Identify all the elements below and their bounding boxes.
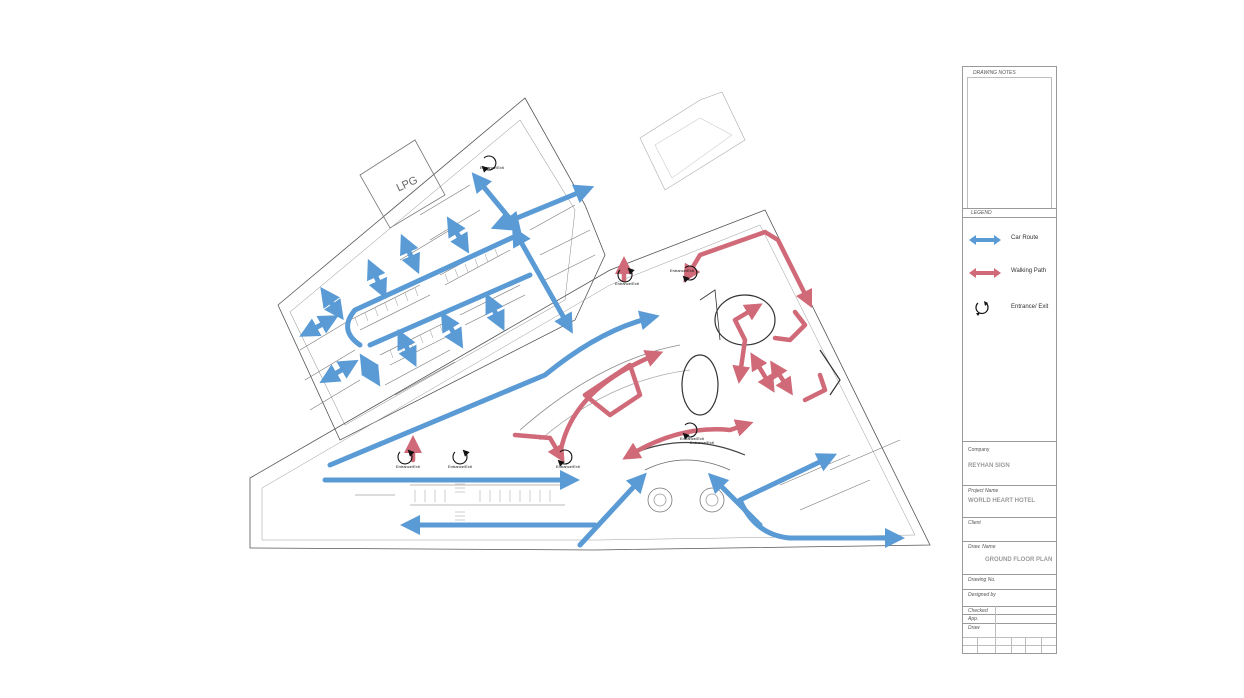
draw-name-value: GROUND FLOOR PLAN bbox=[985, 557, 1053, 563]
entrance-exit-icon bbox=[557, 449, 573, 467]
legend-divider bbox=[963, 208, 1056, 209]
car-route-arrow bbox=[737, 453, 838, 503]
entrance-exit-label: Entrance/Exit bbox=[615, 281, 640, 286]
walking-path-arrow bbox=[750, 352, 775, 393]
entrance-exit-icon bbox=[682, 422, 698, 440]
car-route-arrow bbox=[577, 472, 647, 548]
car-route-arrow bbox=[440, 311, 464, 349]
walking-paths bbox=[404, 229, 828, 463]
walking-path-arrow bbox=[802, 372, 828, 403]
walking-path-arrow bbox=[772, 309, 808, 343]
car-route-arrow bbox=[327, 310, 660, 468]
title-block: DRAWING NOTES LEGEND Car Route Walking P… bbox=[962, 66, 1057, 654]
drawing-no-label: Drawing No. bbox=[968, 577, 996, 583]
legend-walking-path-text: Walking Path bbox=[1011, 268, 1047, 274]
car-routes bbox=[299, 172, 905, 548]
parking-stalls bbox=[299, 184, 901, 511]
car-route-arrow bbox=[352, 232, 521, 313]
car-route-arrow bbox=[512, 226, 573, 334]
draw-divider bbox=[963, 623, 1056, 624]
car-route-arrow bbox=[397, 329, 417, 367]
walking-path-arrow bbox=[582, 362, 643, 418]
checked-label: Checked bbox=[968, 608, 988, 614]
designed-by-divider bbox=[963, 589, 1056, 590]
car-route-arrow bbox=[345, 307, 363, 348]
walking-path-arrow bbox=[512, 432, 565, 463]
designed-by-label: Designed by bbox=[968, 592, 996, 598]
entrance-exit-icon bbox=[452, 449, 470, 465]
signature-grid bbox=[963, 637, 1056, 653]
walking-path-arrow bbox=[732, 303, 763, 384]
entrance-exit-label: Entrance/Exit bbox=[680, 436, 705, 441]
walking-path-arrow bbox=[622, 419, 754, 460]
company-value: REYHAN SIGN bbox=[968, 463, 1010, 469]
car-route-arrow bbox=[400, 233, 420, 275]
entrance-exit-icon bbox=[682, 265, 698, 283]
project-name-label: Project Name bbox=[968, 488, 999, 494]
car-route-arrow bbox=[320, 286, 344, 321]
walking-path-arrow bbox=[770, 360, 793, 396]
drawing-no-divider bbox=[963, 574, 1056, 575]
lpg-label: LPG bbox=[395, 174, 420, 194]
draw-name-label: Draw. Name bbox=[968, 544, 996, 550]
entrance-exit-label: Entrance/Exit bbox=[690, 440, 715, 445]
client-divider bbox=[963, 517, 1056, 518]
entrance-exit-label: Entrance/Exit bbox=[480, 165, 505, 170]
project-divider bbox=[963, 485, 1056, 486]
entrance-exit-icon bbox=[617, 267, 635, 283]
entrance-exit-label: Entrance/Exit bbox=[396, 464, 421, 469]
entrance-exit-label: Entrance/Exit bbox=[670, 268, 695, 273]
legend-item-entrance-exit: Entrance/ Exit bbox=[963, 299, 1056, 319]
drawing-notes-area bbox=[967, 77, 1052, 209]
entrance-exit-icon bbox=[975, 301, 989, 316]
car-route-arrow bbox=[359, 353, 381, 387]
legend-item-walking-path: Walking Path bbox=[963, 263, 1056, 283]
app-divider bbox=[963, 614, 1056, 615]
app-label: App. bbox=[968, 616, 979, 622]
car-route-arrow bbox=[490, 184, 595, 231]
walking-path-arrow bbox=[683, 229, 813, 309]
car-route-arrow bbox=[485, 293, 505, 331]
car-route-arrow bbox=[367, 272, 533, 348]
entrance-exit-icon bbox=[397, 449, 415, 465]
legend-divider-2 bbox=[963, 217, 1056, 218]
draw-name-divider bbox=[963, 541, 1056, 542]
project-name-value: WORLD HEART HOTEL bbox=[968, 498, 1035, 504]
entrance-exit-labels: Entrance/Exit Entrance/Exit Entrance/Exi… bbox=[396, 165, 715, 469]
company-label: Company bbox=[968, 447, 990, 453]
drawing-notes-label: DRAWING NOTES bbox=[973, 70, 1016, 76]
entrance-exit-markers bbox=[397, 155, 698, 467]
car-route-arrow bbox=[299, 315, 339, 337]
car-route-arrow-icon bbox=[969, 235, 1001, 245]
checked-divider bbox=[963, 606, 1056, 607]
legend-label: LEGEND bbox=[971, 210, 992, 216]
legend-item-car-route: Car Route bbox=[963, 230, 1056, 250]
entrance-exit-label: Entrance/Exit bbox=[448, 464, 473, 469]
car-route-arrow bbox=[446, 216, 470, 254]
car-route-arrow bbox=[319, 359, 359, 384]
entrance-exit-icon bbox=[481, 155, 497, 173]
company-divider bbox=[963, 441, 1056, 442]
car-route-arrow bbox=[367, 258, 387, 300]
legend-car-route-text: Car Route bbox=[1011, 235, 1039, 241]
client-label: Client bbox=[968, 520, 981, 526]
car-route-arrow bbox=[471, 172, 522, 233]
entrance-exit-label: Entrance/Exit bbox=[556, 464, 581, 469]
walking-path-arrow-icon bbox=[969, 268, 1001, 278]
draw-label: Draw bbox=[968, 625, 980, 631]
legend-entrance-exit-text: Entrance/ Exit bbox=[1011, 304, 1049, 310]
checked-column-divider bbox=[995, 606, 996, 638]
car-route-arrow bbox=[737, 497, 905, 548]
